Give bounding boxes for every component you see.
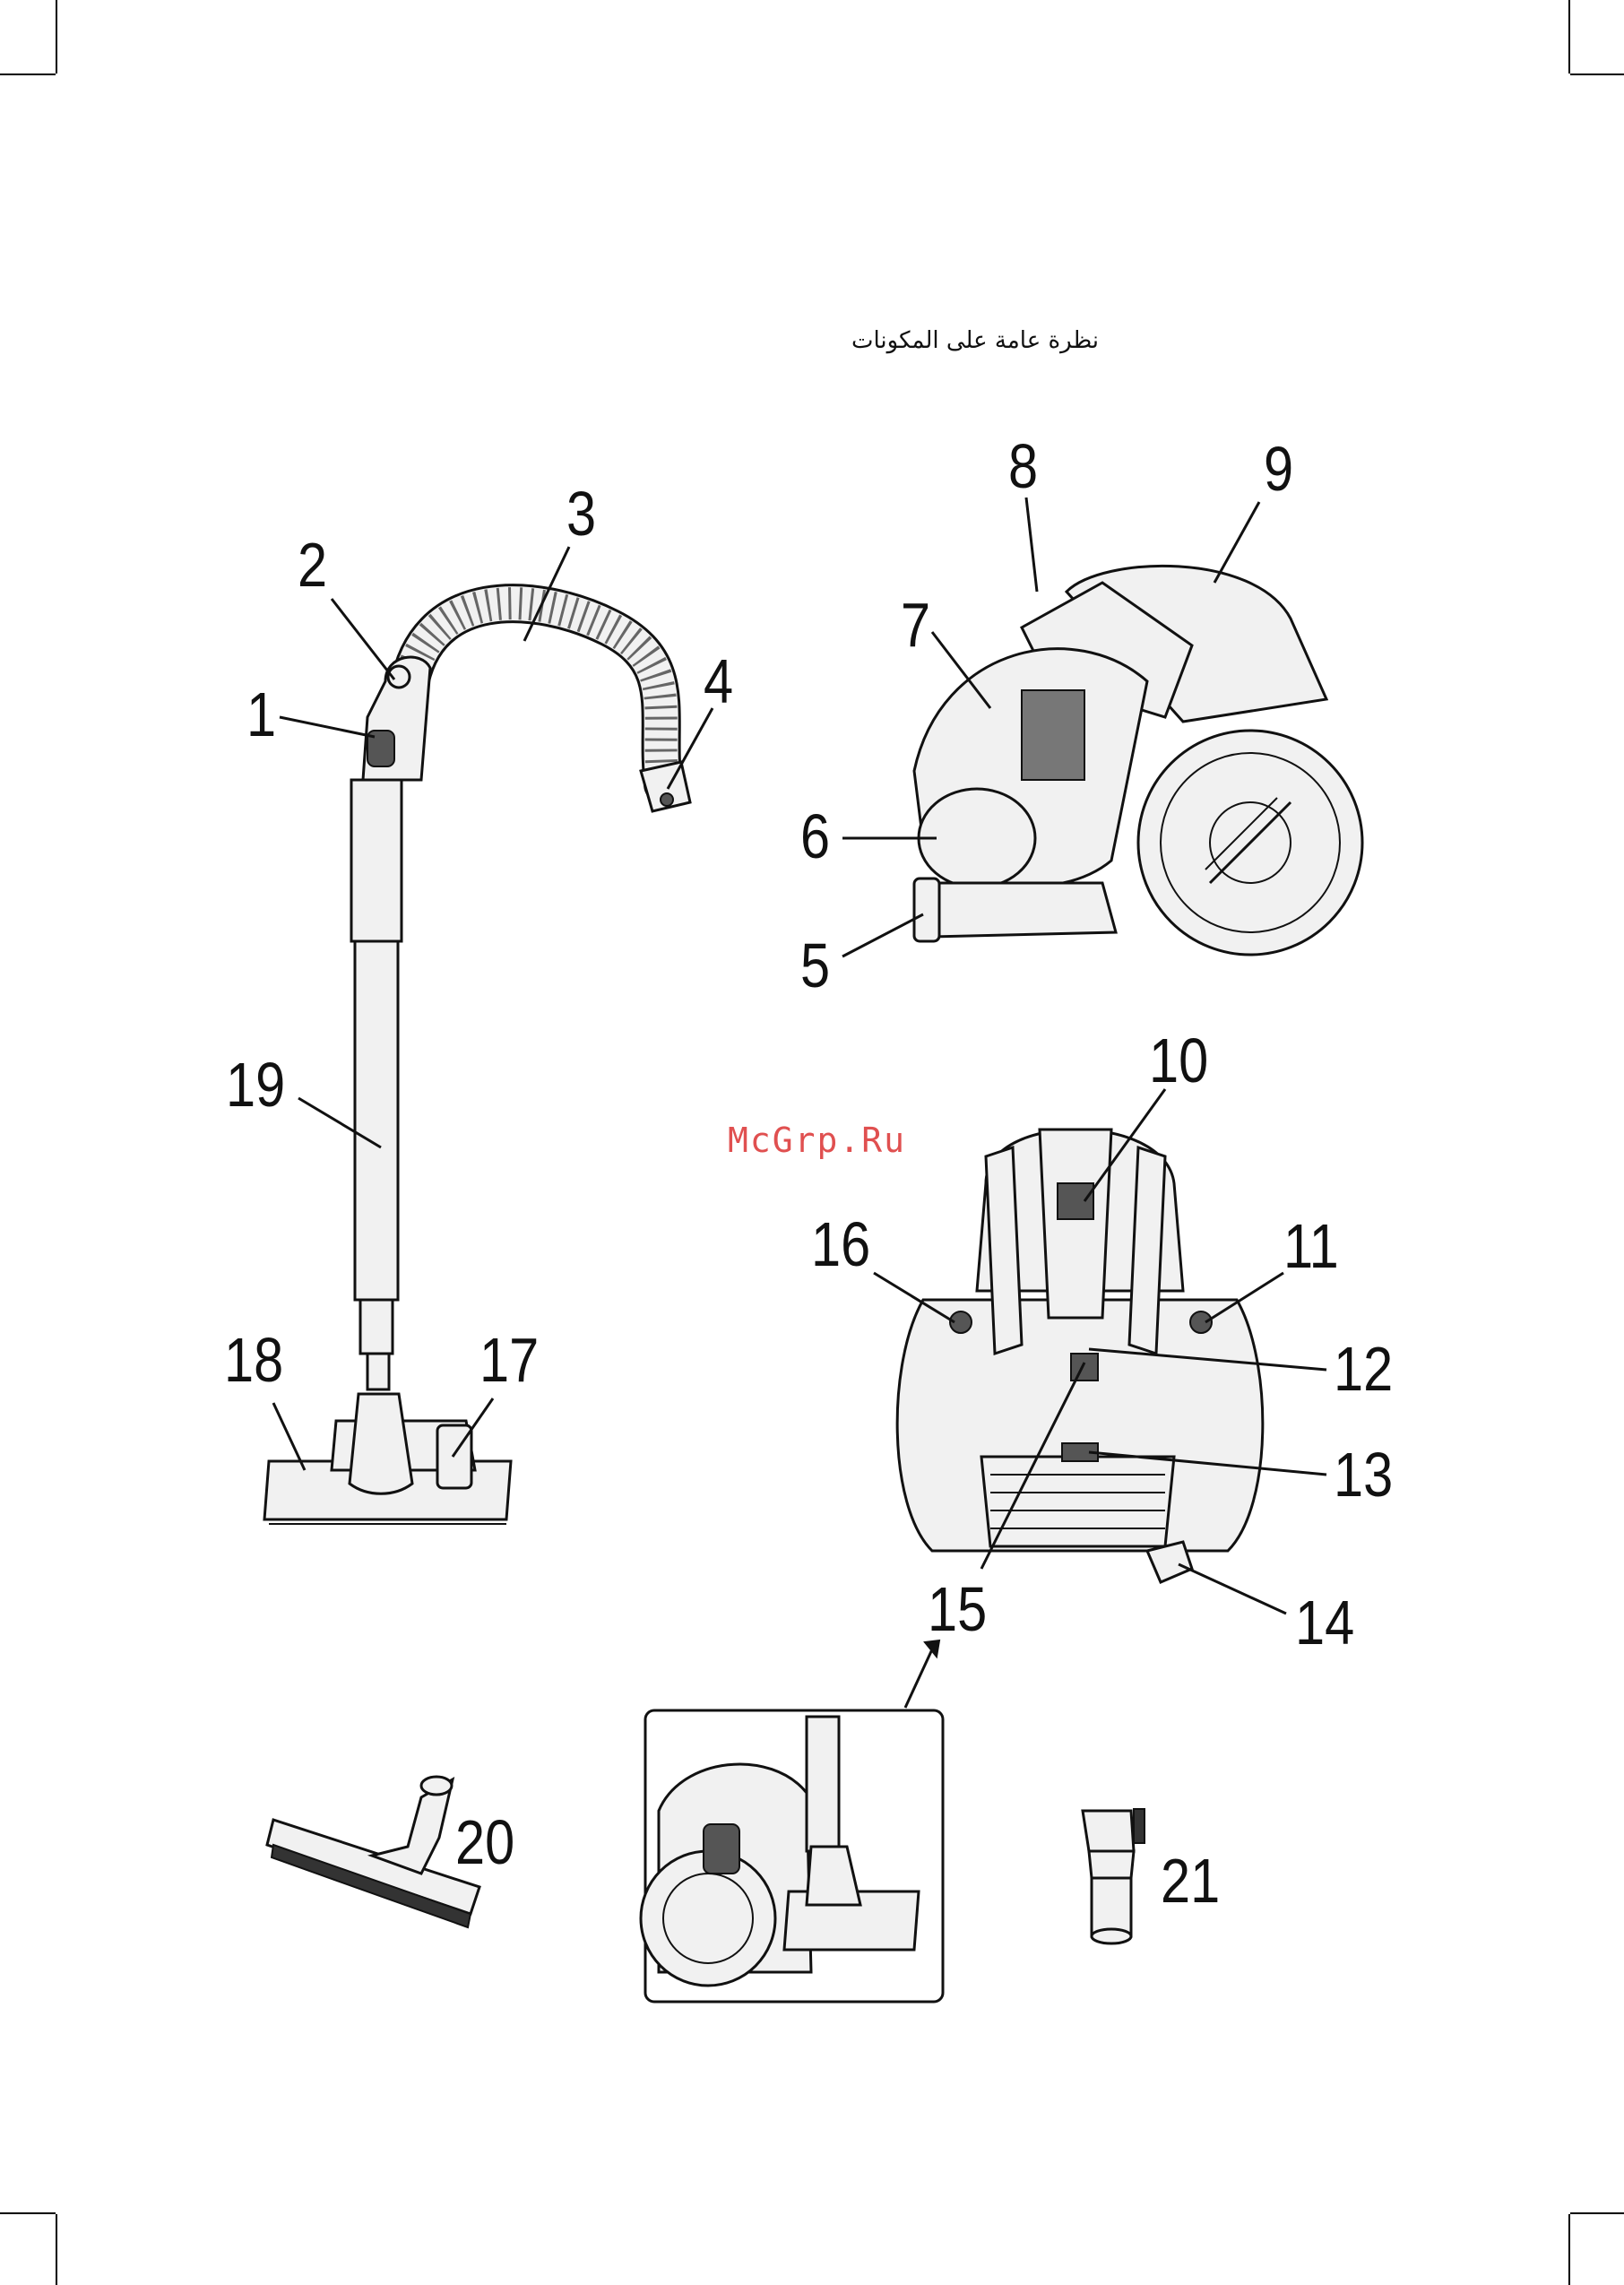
callout-20: 20 — [455, 1811, 514, 1874]
hose-tube-illustration — [264, 603, 690, 1524]
parquet-brush-illustration — [267, 1777, 479, 1927]
callout-11: 11 — [1283, 1215, 1339, 1277]
vacuum-side-illustration — [914, 566, 1362, 955]
callout-10: 10 — [1149, 1029, 1208, 1092]
callout-8: 8 — [1008, 435, 1038, 498]
callout-15: 15 — [928, 1578, 987, 1640]
callout-13: 13 — [1334, 1443, 1393, 1506]
callout-5: 5 — [800, 934, 830, 997]
callout-1: 1 — [246, 683, 276, 746]
callout-21: 21 — [1161, 1849, 1220, 1912]
callout-18: 18 — [224, 1329, 283, 1391]
callout-9: 9 — [1264, 437, 1293, 500]
callout-2: 2 — [298, 533, 327, 596]
parking-inset-illustration — [641, 1710, 943, 2002]
callout-19: 19 — [226, 1053, 285, 1116]
callout-3: 3 — [566, 482, 596, 545]
dust-brush-illustration — [1083, 1809, 1145, 1943]
callout-17: 17 — [479, 1329, 539, 1391]
callout-12: 12 — [1334, 1337, 1393, 1400]
vacuum-rear-illustration — [897, 1130, 1263, 1582]
callout-6: 6 — [800, 805, 830, 868]
callout-16: 16 — [811, 1213, 870, 1276]
callout-7: 7 — [901, 593, 930, 656]
callout-4: 4 — [704, 650, 733, 713]
callout-14: 14 — [1295, 1591, 1354, 1654]
